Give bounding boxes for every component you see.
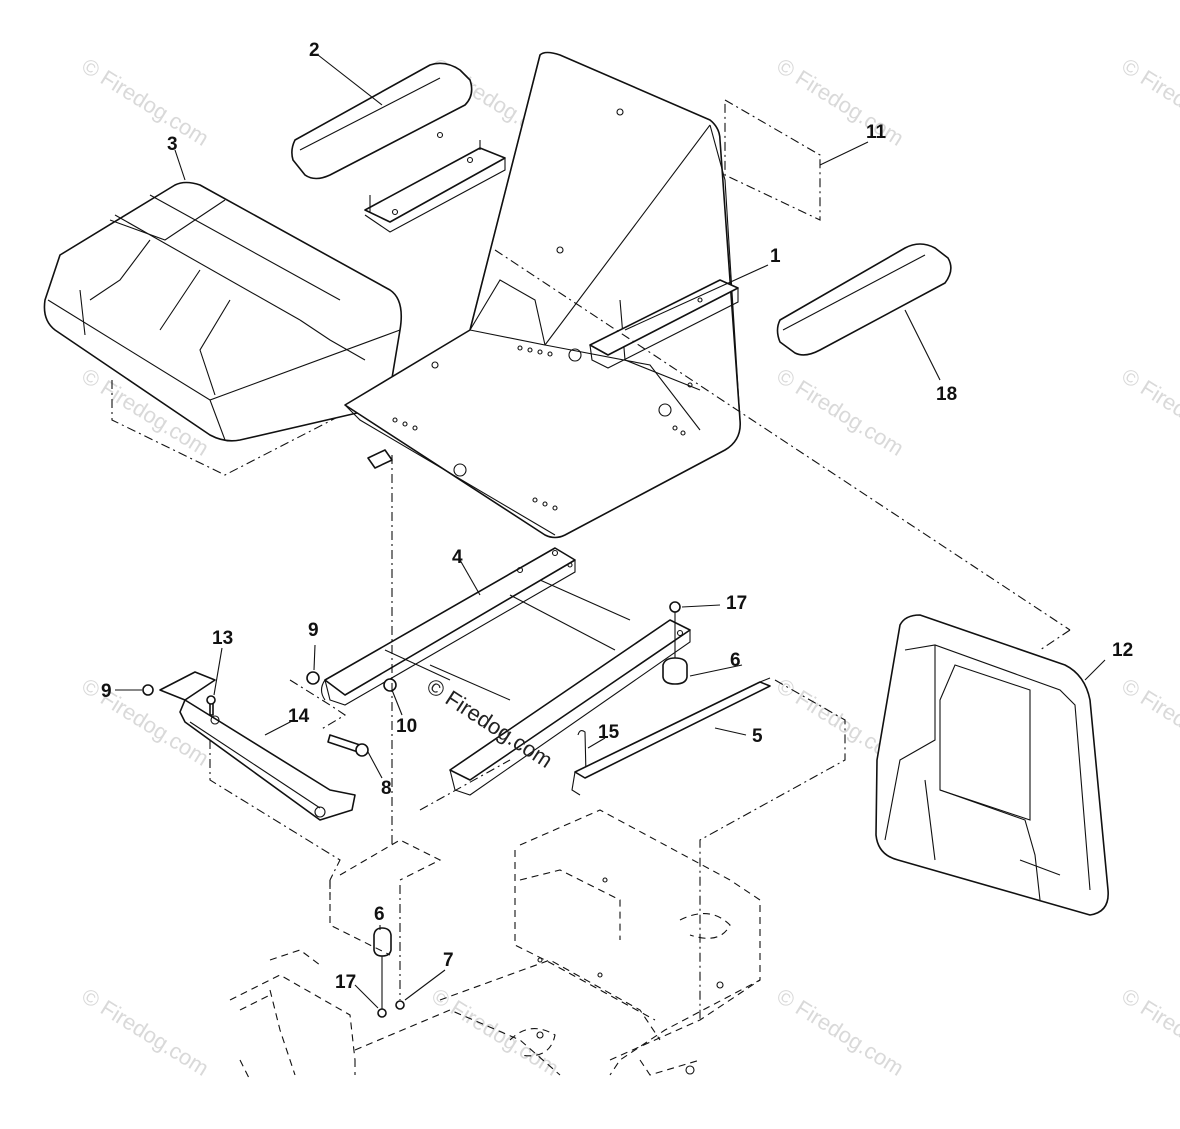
- callout-6b: 6: [374, 904, 385, 925]
- decal-outline: [724, 99, 821, 221]
- callout-8: 8: [381, 778, 392, 799]
- callout-2: 2: [309, 40, 320, 61]
- callout-9a: 9: [308, 620, 319, 641]
- callout-17a: 17: [726, 593, 747, 614]
- adjustment-rod: [571, 677, 771, 796]
- callout-1: 1: [770, 246, 781, 267]
- left-armrest: [291, 62, 506, 233]
- callout-15: 15: [598, 722, 620, 743]
- callout-12: 12: [1112, 640, 1133, 661]
- watermark: © Firedog.com: [77, 983, 213, 1081]
- seat-cushion: [43, 181, 403, 476]
- callout-labels: 1 2 3 4 5 6 6 7 8 9 9 10 11 12 13 14 15 …: [101, 40, 1133, 993]
- callout-4: 4: [452, 547, 463, 568]
- callout-18: 18: [936, 384, 957, 405]
- callout-9b: 9: [101, 681, 112, 702]
- callout-14: 14: [288, 706, 310, 727]
- watermark: © Firedog.com: [1117, 983, 1180, 1081]
- watermark: © Firedog.com: [772, 53, 908, 151]
- watermark: © Firedog.com: [1117, 53, 1180, 151]
- callout-10: 10: [396, 716, 417, 737]
- callout-11: 11: [866, 122, 887, 143]
- callout-6a: 6: [730, 650, 741, 671]
- watermark: © Firedog.com: [1117, 673, 1180, 771]
- reference-lines: [209, 249, 1071, 1020]
- seat-frame: [344, 51, 742, 539]
- watermark: © Firedog.com: [427, 983, 563, 1081]
- seat-slide-frame: [320, 547, 691, 796]
- latch-bracket: [159, 671, 356, 821]
- watermark: © Firedog.com: [77, 53, 213, 151]
- hardware: [142, 601, 688, 1018]
- callout-17b: 17: [335, 972, 356, 993]
- watermark: © Firedog.com: [1117, 363, 1180, 461]
- callout-3: 3: [167, 134, 178, 155]
- seat-back-cushion: [875, 614, 1109, 916]
- watermark: © Firedog.com: [772, 983, 908, 1081]
- right-armrest: [776, 243, 952, 356]
- callout-5: 5: [752, 726, 763, 747]
- callout-7: 7: [443, 950, 454, 971]
- leader-lines: [115, 54, 1106, 1009]
- callout-13: 13: [212, 628, 233, 649]
